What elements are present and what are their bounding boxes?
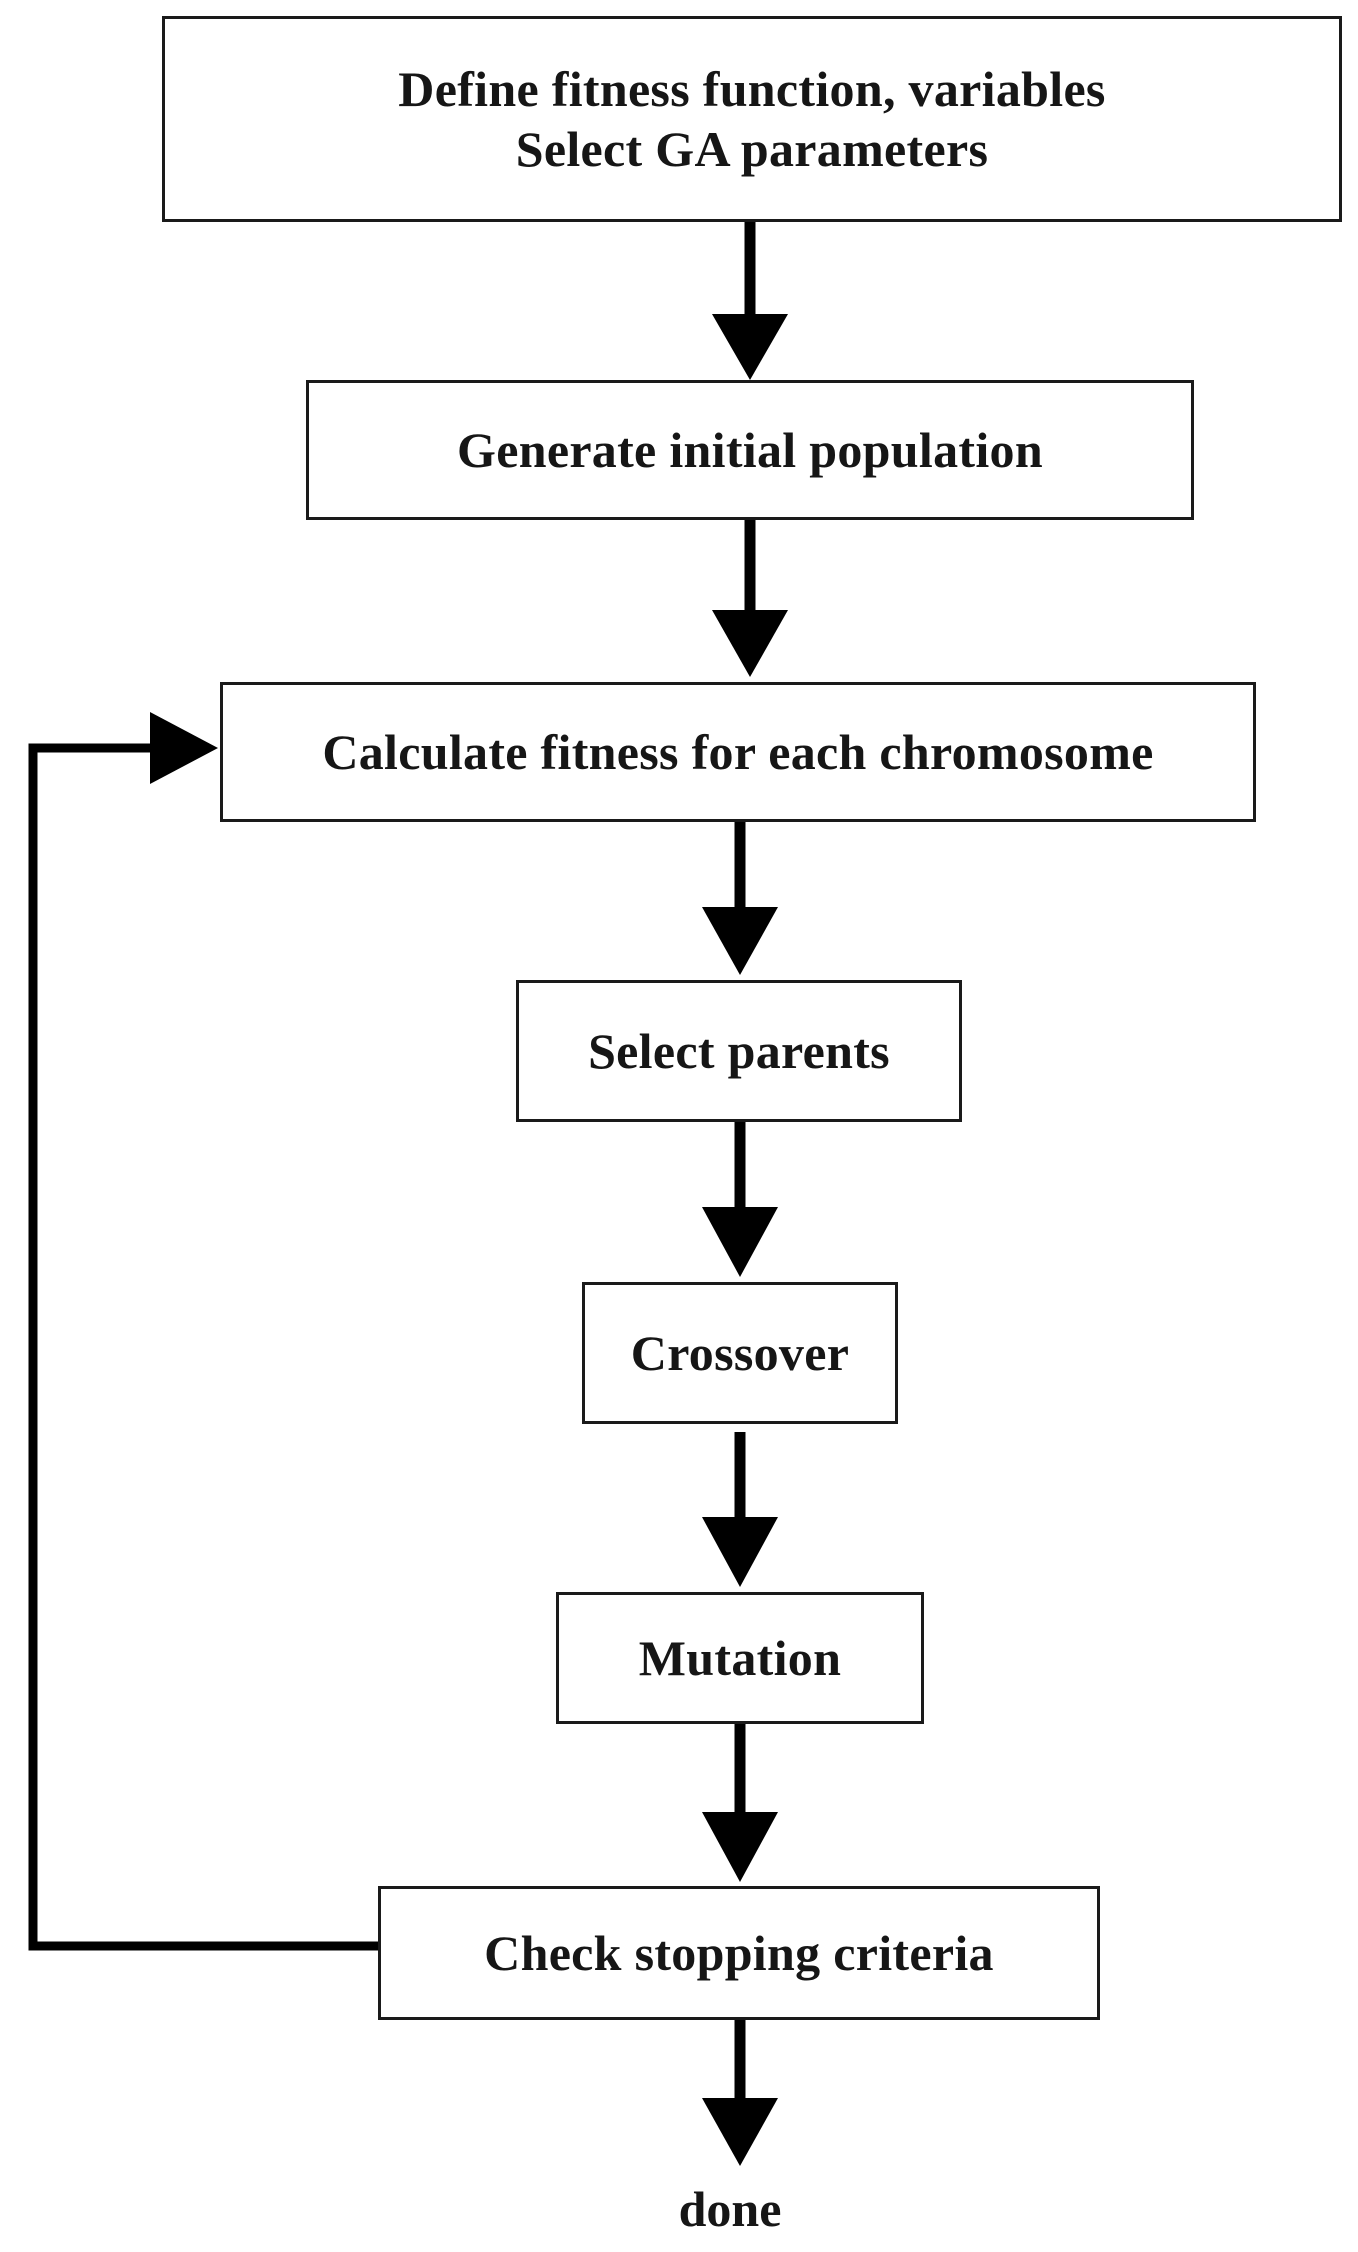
arrow-check-to-done	[702, 2020, 778, 2166]
step-select-box: Select parents	[516, 980, 962, 1122]
arrow-generate-to-fitness	[712, 520, 788, 677]
arrow-define-to-generate	[712, 222, 788, 380]
loop-arrow-check-to-fitness	[28, 712, 378, 1951]
step-fitness-label: Calculate fitness for each chromosome	[322, 724, 1154, 780]
step-mutation-label: Mutation	[638, 1630, 842, 1686]
step-crossover-box: Crossover	[582, 1282, 898, 1424]
step-define-box: Define fitness function, variables Selec…	[162, 16, 1342, 222]
arrow-fitness-to-select	[702, 822, 778, 975]
step-check-label: Check stopping criteria	[484, 1925, 994, 1981]
step-generate-box: Generate initial population	[306, 380, 1194, 520]
step-crossover-label: Crossover	[630, 1325, 850, 1381]
arrow-select-to-crossover	[702, 1122, 778, 1277]
done-label: done	[678, 2181, 782, 2237]
step-mutation-box: Mutation	[556, 1592, 924, 1724]
step-define-line-2: Select GA parameters	[515, 121, 989, 177]
step-check-box: Check stopping criteria	[378, 1886, 1100, 2020]
step-select-label: Select parents	[588, 1023, 890, 1079]
arrow-mutation-to-check	[702, 1724, 778, 1882]
step-define-line-1: Define fitness function, variables	[398, 61, 1106, 117]
step-fitness-box: Calculate fitness for each chromosome	[220, 682, 1256, 822]
step-generate-label: Generate initial population	[457, 422, 1043, 478]
arrow-crossover-to-mutation	[702, 1432, 778, 1587]
